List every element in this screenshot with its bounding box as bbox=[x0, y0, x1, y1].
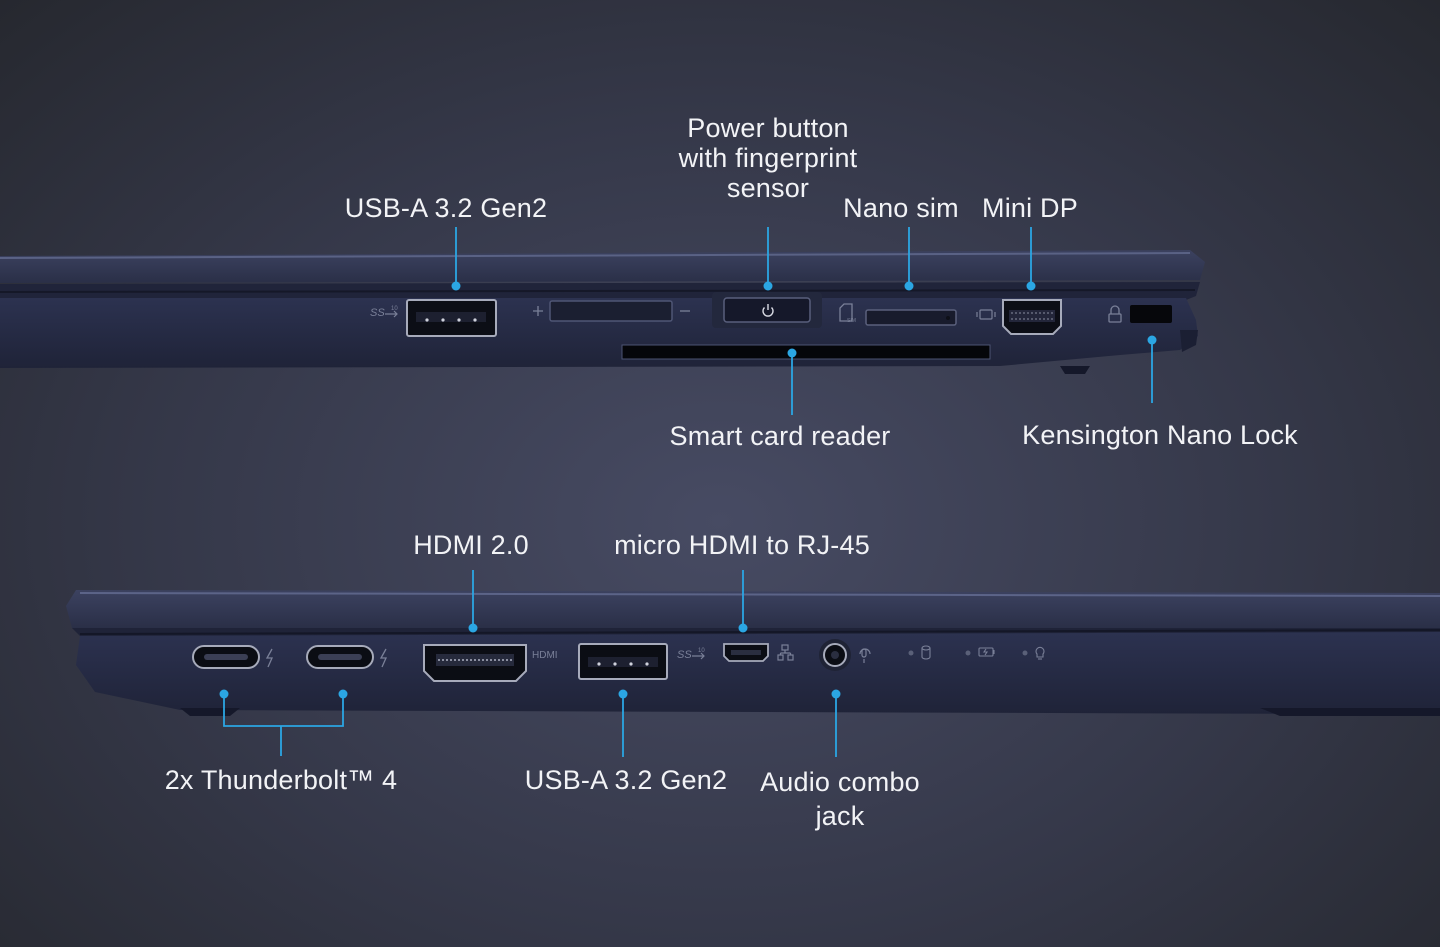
usb-ss-icon: SS 10 bbox=[677, 648, 705, 661]
nano-sim-slot bbox=[865, 309, 957, 326]
smart-card-slot bbox=[621, 344, 991, 360]
sim-icon: SIM bbox=[839, 303, 856, 324]
lock-icon bbox=[1108, 305, 1122, 323]
label-hdmi: HDMI 2.0 bbox=[413, 530, 529, 560]
callouts bbox=[219, 227, 1157, 757]
label-nano-sim: Nano sim bbox=[843, 193, 959, 223]
thunderbolt-icon bbox=[265, 648, 274, 668]
label-usb-a-bottom: USB-A 3.2 Gen2 bbox=[524, 765, 728, 795]
laptop-left-side bbox=[66, 590, 1440, 716]
label-audio-jack: Audio combo jack bbox=[760, 767, 920, 831]
kensington-slot bbox=[1130, 305, 1172, 323]
power-icon bbox=[762, 304, 774, 317]
svg-text:SS: SS bbox=[370, 307, 385, 319]
label-kensington-lock: Kensington Nano Lock bbox=[1022, 420, 1298, 450]
thunderbolt-icon bbox=[379, 648, 388, 668]
label-smart-card-reader: Smart card reader bbox=[669, 421, 891, 451]
label-usb-a-top: USB-A 3.2 Gen2 bbox=[344, 193, 548, 223]
mini-dp-port bbox=[1002, 299, 1062, 335]
thunderbolt-port-2 bbox=[306, 645, 374, 669]
volume-plus-icon bbox=[533, 306, 543, 316]
network-icon bbox=[777, 644, 794, 661]
power-button bbox=[712, 292, 822, 328]
battery-led-icon bbox=[978, 647, 995, 657]
usb-a-port-top bbox=[406, 299, 497, 337]
volume-rocker bbox=[533, 300, 690, 322]
display-icon bbox=[976, 309, 996, 320]
svg-text:10: 10 bbox=[391, 306, 398, 312]
headset-icon bbox=[859, 648, 871, 663]
thunderbolt-port-1 bbox=[192, 645, 260, 669]
label-mini-dp: Mini DP bbox=[982, 193, 1078, 223]
drive-led-icon bbox=[921, 645, 931, 660]
svg-text:10: 10 bbox=[698, 648, 705, 654]
audio-jack bbox=[819, 639, 851, 671]
micro-hdmi-port bbox=[723, 643, 769, 662]
status-leds bbox=[908, 645, 1045, 660]
label-thunderbolt: 2x Thunderbolt™ 4 bbox=[164, 765, 398, 795]
power-led-icon bbox=[1035, 646, 1045, 660]
usb-ss-icon: SS 10 bbox=[370, 306, 398, 319]
label-power-button: Power button with fingerprint sensor bbox=[678, 113, 858, 203]
usb-a-port-bottom bbox=[578, 643, 668, 680]
label-micro-hdmi: micro HDMI to RJ-45 bbox=[614, 530, 870, 560]
hdmi-marking: HDMI bbox=[532, 650, 558, 661]
hdmi-port bbox=[423, 644, 527, 682]
svg-text:SIM: SIM bbox=[847, 318, 856, 324]
svg-text:SS: SS bbox=[677, 649, 692, 661]
